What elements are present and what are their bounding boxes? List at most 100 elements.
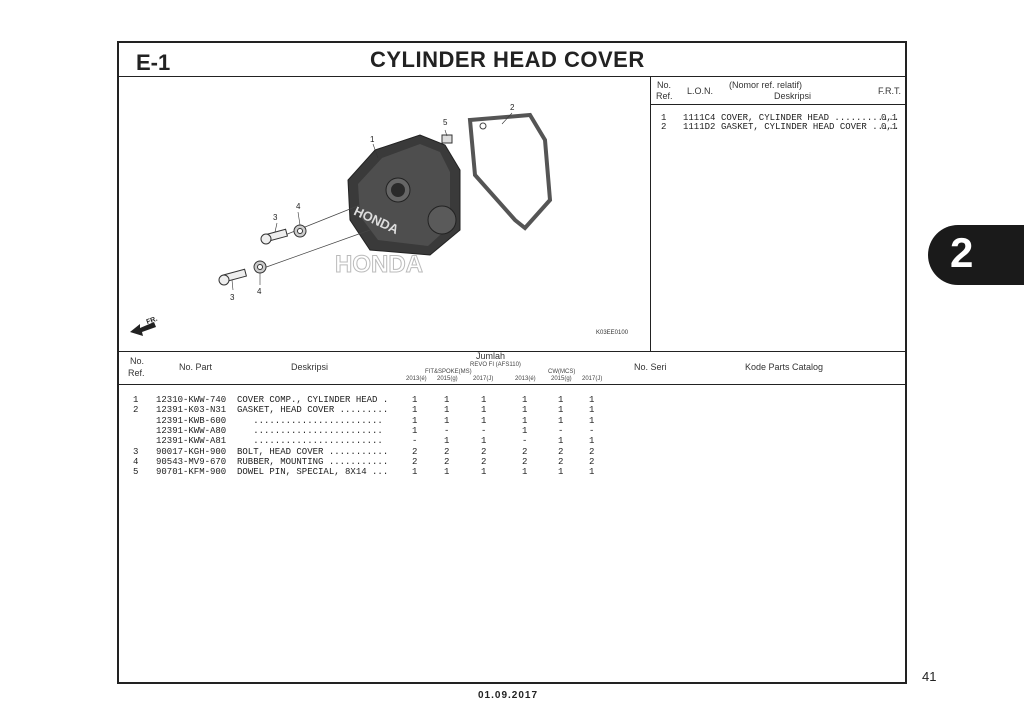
- parts-row-qty: 2: [558, 456, 564, 467]
- ref-lon-header: L.O.N.: [687, 86, 714, 96]
- parts-row-qty: 2: [412, 456, 418, 467]
- parts-row-qty: 1: [589, 467, 595, 478]
- parts-row-qty: 2: [522, 456, 528, 467]
- parts-header-line: [118, 384, 906, 385]
- ref-row-desc: GASKET, CYLINDER HEAD COVER .....: [721, 122, 900, 132]
- parts-row-qty: 1: [558, 395, 564, 405]
- parts-row-qty: -: [481, 425, 487, 436]
- title-divider: [118, 76, 906, 77]
- parts-row-description: GASKET, HEAD COVER .........: [237, 405, 389, 416]
- parts-row-description: ........................: [237, 436, 383, 447]
- parts-row-description: ........................: [237, 425, 383, 436]
- parts-row-qty: 1: [589, 405, 595, 416]
- parts-row-qty: 1: [522, 395, 528, 405]
- callout-1: 1: [370, 135, 375, 144]
- parts-row-qty: 2: [481, 456, 487, 467]
- diagram-divider: [650, 77, 651, 351]
- parts-row-qty: 1: [412, 425, 418, 436]
- parts-row-part-number: 12391-KWW-A80: [156, 425, 227, 436]
- year-col-5: 2015(ɡ): [551, 376, 572, 382]
- callout-3-lower: 3: [230, 293, 235, 302]
- year-col-1: 2013(é): [406, 376, 427, 382]
- ref-frt-header: F.R.T.: [878, 86, 902, 96]
- page-frame: [117, 41, 907, 684]
- parts-row-qty: 2: [558, 446, 564, 457]
- parts-row-qty: 1: [522, 467, 528, 478]
- parts-row-qty: 1: [589, 395, 595, 405]
- section-code: E-1: [136, 50, 171, 75]
- parts-kode-header: Kode Parts Catalog: [745, 362, 824, 372]
- year-col-4: 2013(é): [515, 376, 536, 382]
- parts-row-part-number: 90017-KGH-900: [156, 446, 227, 457]
- parts-no-header: No.: [130, 356, 145, 366]
- parts-row-qty: 1: [444, 395, 450, 405]
- ref-row-desc: COVER, CYLINDER HEAD ............: [721, 113, 900, 123]
- parts-row-qty: -: [558, 425, 564, 436]
- diagram-bottom-line: [118, 351, 906, 352]
- parts-row-qty: 1: [522, 415, 528, 426]
- parts-row-part-number: 12310-KWW-740: [156, 395, 227, 405]
- fr-arrow-icon: [130, 322, 156, 336]
- chapter-tab: 2: [928, 225, 1024, 285]
- ref-header-line: [651, 104, 906, 105]
- page-title: CYLINDER HEAD COVER: [370, 47, 645, 72]
- parts-row-description: BOLT, HEAD COVER ...........: [237, 446, 389, 457]
- parts-revo-header: REVO FI (AFS110): [470, 362, 521, 368]
- parts-row-part-number: 90701-KFM-900: [156, 467, 227, 478]
- ref-row-frt: 0,1: [881, 113, 898, 123]
- gasket-shape: [467, 112, 553, 231]
- parts-row-qty: 2: [481, 446, 487, 457]
- parts-row-qty: 1: [522, 425, 528, 436]
- parts-row-description: DOWEL PIN, SPECIAL, 8X14 ...: [237, 467, 389, 478]
- exploded-diagram: HONDA HONDA 1 2 5 3 4 3 4 FR.: [130, 103, 553, 336]
- parts-row-qty: 1: [481, 467, 487, 478]
- parts-seri-header: No. Seri: [634, 362, 667, 372]
- callout-3-upper: 3: [273, 213, 278, 222]
- ref-deskripsi-header: Deskripsi: [774, 91, 812, 101]
- parts-row-qty: 2: [522, 446, 528, 457]
- parts-jumlah-header: Jumlah: [476, 351, 506, 361]
- parts-row-qty: 1: [444, 436, 450, 447]
- parts-row-qty: 1: [481, 436, 487, 447]
- parts-row-ref: 5: [133, 467, 139, 478]
- parts-row-description: ........................: [237, 415, 383, 426]
- parts-row-qty: 1: [558, 467, 564, 478]
- parts-row-ref: 3: [133, 446, 139, 457]
- year-col-3: 2017(J): [473, 376, 494, 382]
- parts-part-header: No. Part: [179, 362, 213, 372]
- callout-4-upper: 4: [296, 202, 301, 211]
- parts-row-qty: 1: [589, 436, 595, 447]
- year-col-6: 2017(J): [582, 376, 603, 382]
- parts-row-part-number: 90543-MV9-670: [156, 456, 227, 467]
- ref-ref-header: Ref.: [656, 91, 673, 101]
- print-date: 01.09.2017: [478, 690, 539, 701]
- parts-row-part-number: 12391-KWB-600: [156, 415, 227, 426]
- parts-ref-header: Ref.: [128, 368, 145, 378]
- chapter-number: 2: [950, 229, 974, 276]
- parts-row-qty: 2: [412, 446, 418, 457]
- parts-row-qty: 2: [589, 456, 595, 467]
- parts-cw-header: CW(MCS): [548, 369, 576, 375]
- ref-nomor-header: (Nomor ref. relatif): [729, 80, 803, 90]
- parts-row-qty: 1: [412, 395, 418, 405]
- parts-row-part-number: 12391-K03-N31: [156, 405, 227, 416]
- parts-row-qty: 1: [481, 415, 487, 426]
- parts-row-ref: 4: [133, 456, 139, 467]
- dowel-pin-shape: [441, 134, 453, 144]
- parts-row-qty: -: [522, 436, 528, 447]
- parts-row-qty: 1: [481, 405, 487, 416]
- parts-row-qty: 1: [558, 405, 564, 416]
- watermark-text: HONDA: [335, 251, 423, 278]
- parts-row-qty: 1: [412, 405, 418, 416]
- parts-row-qty: 1: [444, 415, 450, 426]
- parts-row-ref: 1: [133, 395, 139, 405]
- page-number: 41: [922, 669, 937, 684]
- ref-row-lon: 1111D2: [683, 122, 716, 132]
- callout-5: 5: [443, 118, 448, 127]
- image-code: K03EE0100: [596, 330, 629, 336]
- fr-label: FR.: [146, 316, 159, 326]
- ref-row-ref: 2: [661, 122, 667, 132]
- parts-row-part-number: 12391-KWW-A81: [156, 436, 227, 447]
- parts-row-qty: 1: [481, 395, 487, 405]
- parts-row-qty: 1: [412, 467, 418, 478]
